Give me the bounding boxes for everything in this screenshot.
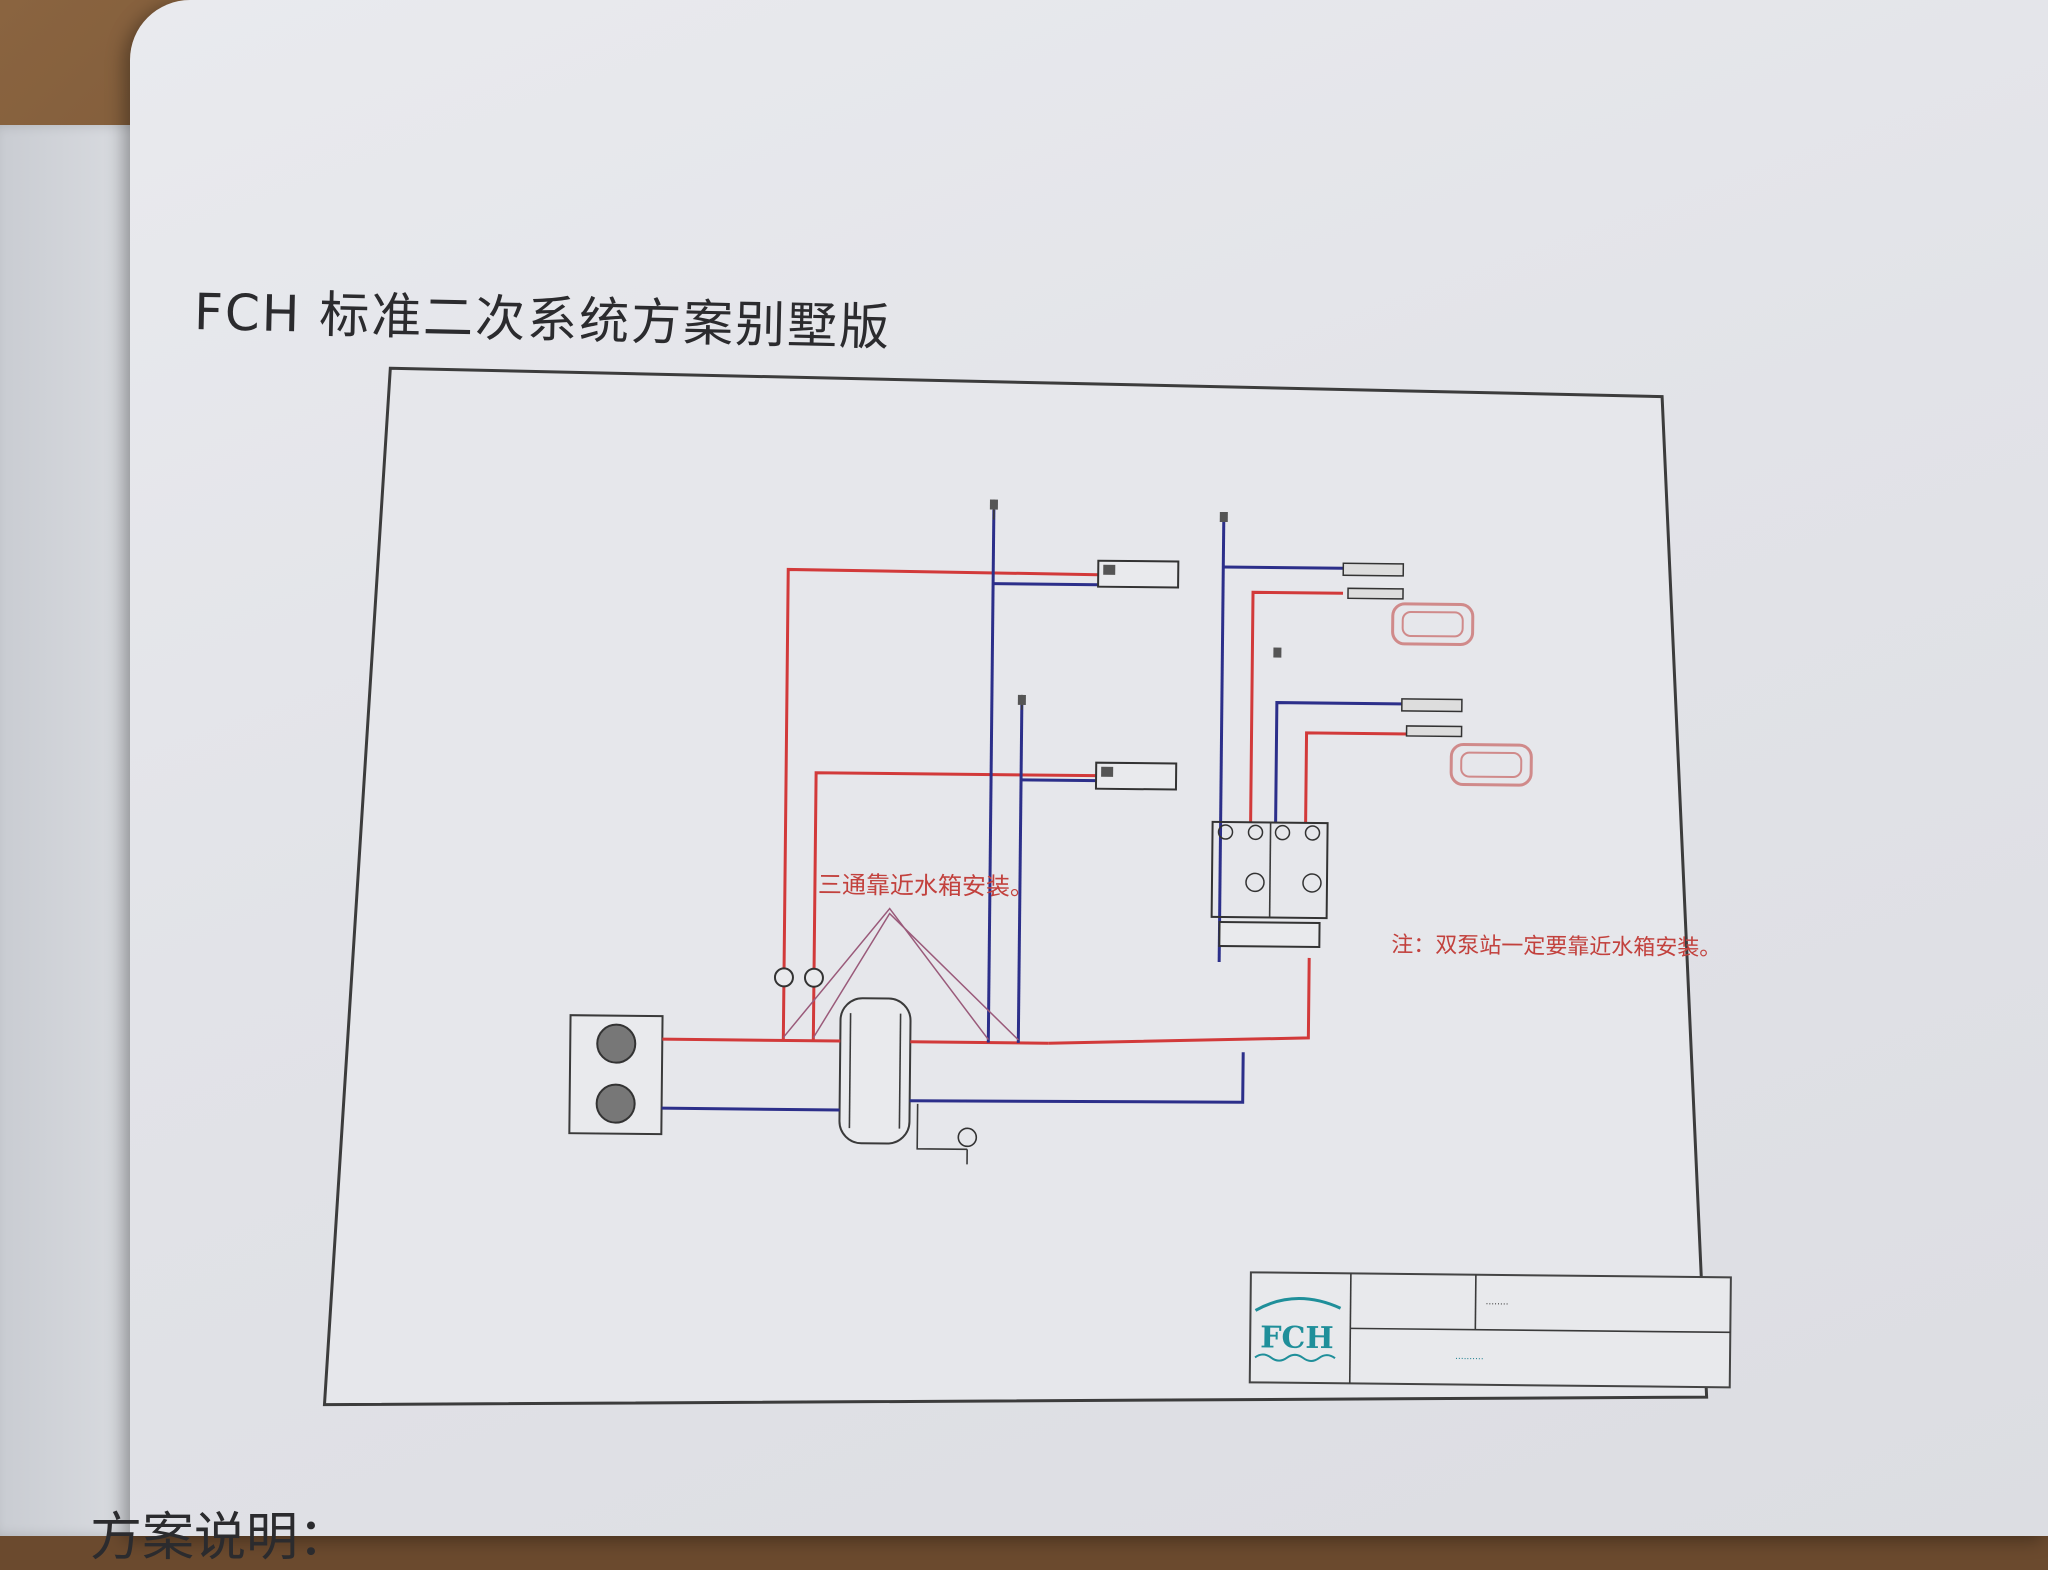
heat-pump-unit bbox=[569, 1015, 662, 1134]
water-tank bbox=[839, 998, 911, 1144]
svg-text:··········: ·········· bbox=[1455, 1354, 1484, 1364]
pump-annotation: 注：双泵站一定要靠近水箱安装。 bbox=[1391, 933, 1721, 961]
section-heading: 方案说明： bbox=[90, 1495, 350, 1570]
tee-annotation: 三通靠近水箱安装。 bbox=[818, 871, 1034, 901]
system-schematic: ········ ·········· FCH bbox=[0, 0, 2048, 1536]
title-block: ········ ·········· FCH bbox=[1250, 1272, 1731, 1387]
fan-coil-lower bbox=[1096, 763, 1176, 790]
svg-text:········: ········ bbox=[1486, 1300, 1509, 1310]
logo-text: FCH bbox=[1260, 1320, 1334, 1356]
fan-coil-upper bbox=[1098, 561, 1178, 588]
